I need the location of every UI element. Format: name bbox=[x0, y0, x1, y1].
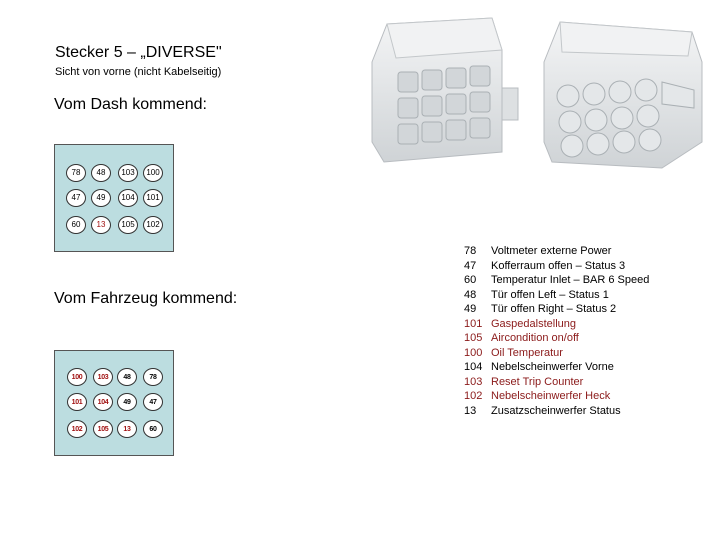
connector-pin: 105 bbox=[93, 420, 113, 438]
legend-description: Kofferraum offen – Status 3 bbox=[491, 259, 626, 272]
dash-connector-diagram: 78 48 103 100 47 49 104 101 60 13 105 102 bbox=[54, 144, 174, 252]
legend-pin-number: 49 bbox=[464, 303, 477, 315]
connector-pin: 103 bbox=[118, 164, 138, 182]
legend-pin-number: 101 bbox=[464, 317, 483, 330]
connector-pin: 60 bbox=[66, 216, 86, 234]
connector-pin: 100 bbox=[143, 164, 163, 182]
legend-description: Zusatzscheinwerfer Status bbox=[491, 404, 621, 417]
connector-pin: 60 bbox=[143, 420, 163, 438]
connector-pin: 102 bbox=[67, 420, 87, 438]
legend-description: Temperatur Inlet – BAR 6 Speed bbox=[491, 274, 650, 286]
legend-pin-number: 100 bbox=[464, 346, 483, 359]
legend-row: 103 Reset Trip Counter bbox=[464, 375, 649, 390]
legend-pin-number: 105 bbox=[464, 332, 483, 344]
connector-pin: 101 bbox=[67, 393, 87, 411]
connector-pin: 101 bbox=[143, 189, 163, 207]
male-connector-housing bbox=[543, 21, 703, 169]
legend-row: 60 Temperatur Inlet – BAR 6 Speed bbox=[464, 273, 649, 288]
legend-row: 105 Aircondition on/off bbox=[464, 331, 649, 346]
legend-row: 102 Nebelscheinwerfer Heck bbox=[464, 389, 649, 404]
vehicle-heading: Vom Fahrzeug kommend: bbox=[54, 290, 238, 307]
legend-row: 49 Tür offen Right – Status 2 bbox=[464, 302, 649, 317]
legend-description: Nebelscheinwerfer Vorne bbox=[491, 361, 614, 373]
connector-pin: 48 bbox=[117, 368, 137, 386]
connector-pin: 48 bbox=[91, 164, 111, 182]
connector-pin: 49 bbox=[117, 393, 137, 411]
legend-pin-number: 103 bbox=[464, 375, 483, 388]
connector-pin: 49 bbox=[91, 189, 111, 207]
legend-pin-number: 48 bbox=[464, 288, 477, 301]
legend-description: Voltmeter externe Power bbox=[491, 245, 612, 257]
legend-description: Tür offen Left – Status 1 bbox=[491, 288, 609, 301]
pin-legend: 78 Voltmeter externe Power 47 Kofferraum of… bbox=[464, 244, 649, 418]
dash-heading: Vom Dash kommend: bbox=[54, 96, 207, 113]
legend-pin-number: 78 bbox=[464, 245, 477, 257]
connector-pin: 78 bbox=[143, 368, 163, 386]
legend-row: 104 Nebelscheinwerfer Vorne bbox=[464, 360, 649, 375]
legend-description: Gaspedalstellung bbox=[491, 317, 577, 330]
legend-description: Aircondition on/off bbox=[491, 332, 579, 344]
connector-pin: 78 bbox=[66, 164, 86, 182]
page-subtitle: Sicht von vorne (nicht Kabelseitig) bbox=[55, 66, 222, 78]
legend-description: Reset Trip Counter bbox=[491, 375, 584, 388]
legend-pin-number: 13 bbox=[464, 404, 477, 417]
legend-pin-number: 102 bbox=[464, 390, 483, 402]
legend-description: Tür offen Right – Status 2 bbox=[491, 303, 617, 315]
connector-photo bbox=[371, 17, 703, 169]
legend-row: 101 Gaspedalstellung bbox=[464, 317, 649, 332]
connector-pin: 13 bbox=[91, 216, 111, 234]
legend-row: 48 Tür offen Left – Status 1 bbox=[464, 288, 649, 303]
page-title: Stecker 5 – „DIVERSE" bbox=[55, 44, 222, 61]
legend-pin-number: 104 bbox=[464, 361, 483, 373]
legend-description: Oil Temperatur bbox=[491, 346, 563, 359]
legend-row: 100 Oil Temperatur bbox=[464, 346, 649, 361]
connector-pin: 104 bbox=[93, 393, 113, 411]
connector-pin: 103 bbox=[93, 368, 113, 386]
connector-pin: 105 bbox=[118, 216, 138, 234]
legend-pin-number: 47 bbox=[464, 259, 477, 272]
connector-pin: 13 bbox=[117, 420, 137, 438]
legend-row: 13 Zusatzscheinwerfer Status bbox=[464, 404, 649, 419]
connector-pin: 104 bbox=[118, 189, 138, 207]
connector-pin: 47 bbox=[66, 189, 86, 207]
legend-row: 78 Voltmeter externe Power bbox=[464, 244, 649, 259]
connector-pin: 47 bbox=[143, 393, 163, 411]
legend-row: 47 Kofferraum offen – Status 3 bbox=[464, 259, 649, 274]
female-connector-housing bbox=[371, 17, 519, 163]
legend-description: Nebelscheinwerfer Heck bbox=[491, 390, 611, 402]
connector-pin: 102 bbox=[143, 216, 163, 234]
connector-pin: 100 bbox=[67, 368, 87, 386]
legend-pin-number: 60 bbox=[464, 274, 477, 286]
